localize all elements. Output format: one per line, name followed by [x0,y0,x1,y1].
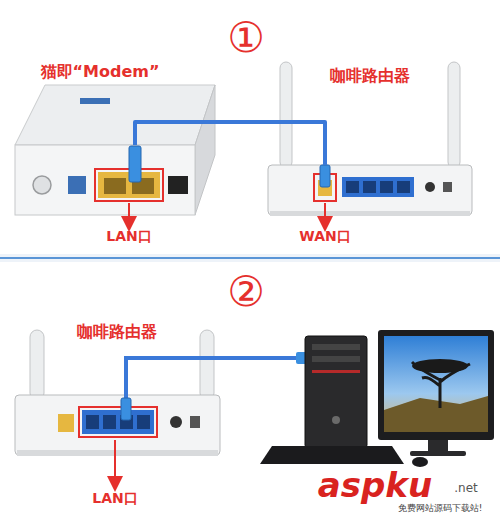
computer-illustration-part [384,336,488,432]
computer-illustration-part [332,416,340,424]
computer-illustration-part [312,370,360,373]
computer-illustration-part [428,440,448,452]
modem-illustration-part [80,98,110,104]
computer-illustration [260,330,494,467]
computer-illustration-part [384,396,488,432]
modem-illustration-part [128,203,130,224]
modem-illustration-part [129,146,141,182]
computer-illustration-part [410,451,466,456]
step-number: ② [222,268,270,316]
router-illustration-part [30,330,44,400]
watermark: aspku [318,466,432,505]
device-heading: 咖啡路由器 [77,322,157,341]
router-device: 咖啡路由器 [15,395,220,455]
port-label: LAN口 [106,228,151,244]
router-illustration-part [17,450,218,456]
router-illustration-part [268,165,472,215]
router-illustration-part [342,177,414,197]
router-illustration-part [82,410,154,434]
separator-part [0,257,500,259]
modem-illustration [15,85,215,224]
router-illustration-part [443,182,452,192]
device-heading: 咖啡路由器 [330,66,410,85]
router-illustration-part [103,415,116,429]
router-illustration-part [190,416,200,428]
router-illustration-part [86,415,99,429]
router-illustration-part [200,330,214,400]
router-illustration [15,330,302,484]
step-number-text: ① [227,17,265,59]
step-number-text: ② [227,271,265,313]
router-illustration-part [126,358,302,412]
router-illustration-part [280,62,292,168]
router-device: 咖啡路由器 [268,165,472,215]
modem-illustration-part [195,85,215,215]
watermark: 免费网站源码下载站! [398,503,483,513]
router-illustration-part [425,182,435,192]
modem-illustration-part [15,85,215,145]
network-cable [135,122,325,165]
modem-illustration-part [104,178,126,194]
port-label: LAN口 [92,490,137,506]
device-heading: 猫即“Modem” [41,62,160,81]
router-illustration-part [363,181,376,193]
router-illustration-part [270,211,470,216]
watermark: .net [454,482,478,496]
computer-illustration-part [305,336,367,448]
router-illustration-part [137,415,150,429]
router-illustration-part [346,181,359,193]
router-illustration-part [448,62,460,168]
router-illustration-part [15,395,220,455]
modem-illustration-part [15,145,195,215]
router-illustration-part [170,416,182,428]
modem-illustration-part [68,176,86,194]
router-illustration-part [114,440,116,484]
computer-illustration-part [378,330,494,440]
router-illustration-part [121,398,131,420]
modem-illustration-part [33,176,51,194]
modem-device: 猫即“Modem” [15,145,195,215]
router-illustration-part [320,165,330,187]
router-illustration-part [58,414,74,432]
step-number: ① [222,14,270,62]
computer-illustration-part [412,359,468,373]
computer-illustration-part [312,356,360,362]
router-illustration-part [79,407,157,437]
router-illustration-part [324,203,326,224]
separator [0,254,500,262]
router-illustration-part [397,181,410,193]
router-illustration-part [380,181,393,193]
computer-illustration-part [260,446,404,464]
port-label: WAN口 [299,228,350,244]
computer-illustration-part [312,344,360,350]
separator-part [0,254,500,262]
router-illustration [268,62,472,224]
modem-illustration-part [168,176,188,194]
